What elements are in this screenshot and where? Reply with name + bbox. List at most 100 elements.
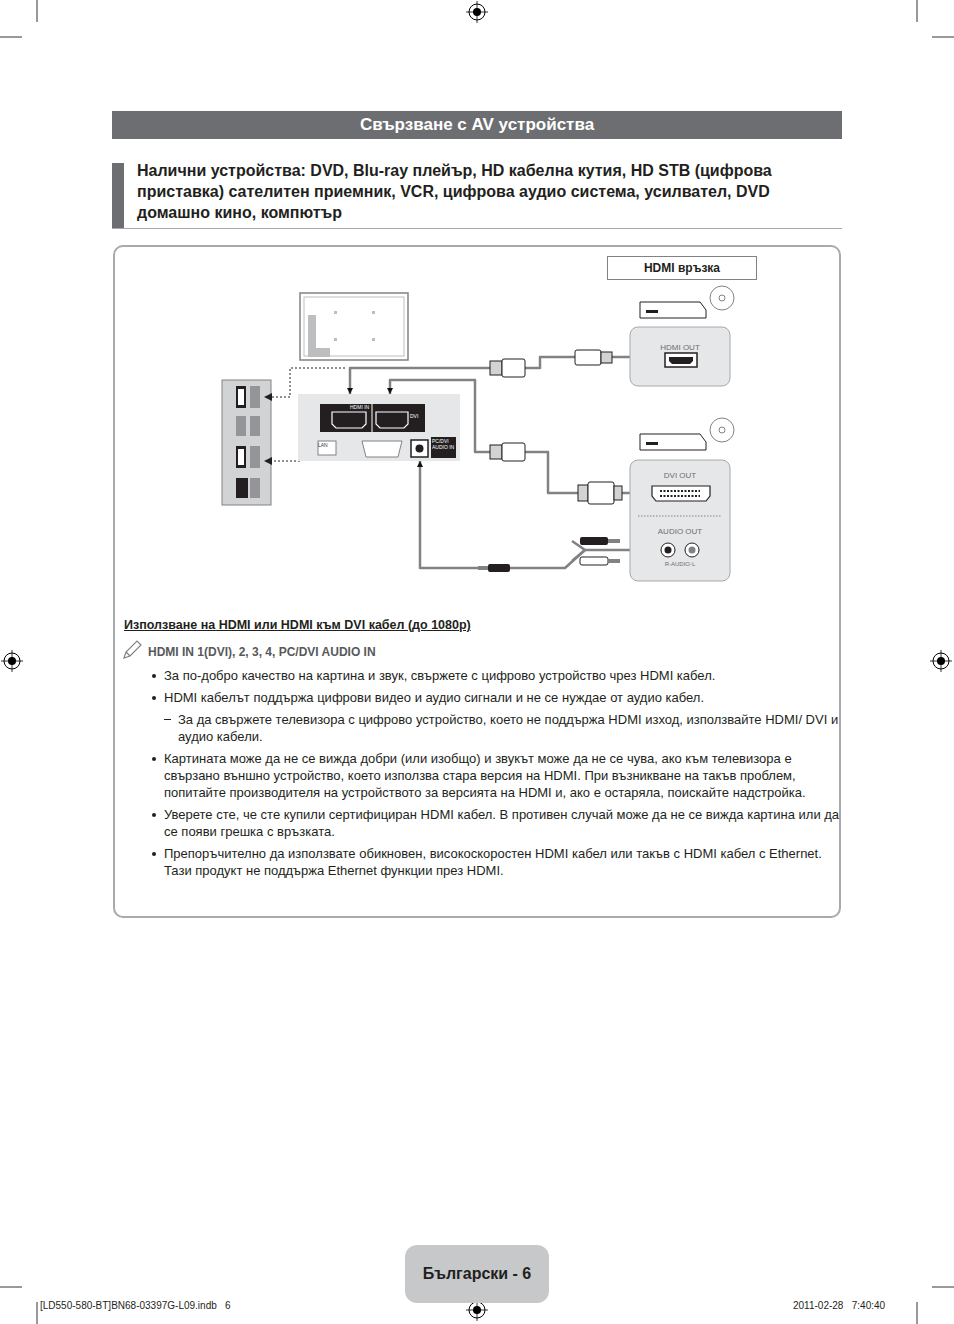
title-text: Свързване с AV устройства	[112, 111, 842, 139]
tv-back-part	[372, 338, 375, 341]
hdmi-out-panel-part	[665, 353, 697, 367]
hdmi-plug-part	[575, 350, 601, 365]
hdmi-device-icon-part	[640, 302, 706, 318]
port-label: PC/DVI AUDIO IN	[432, 438, 456, 450]
side-panel-part	[250, 416, 260, 436]
dvi-out-panel-part	[689, 547, 696, 554]
dvi-out-panel-part	[665, 547, 672, 554]
pencil-icon-part	[124, 641, 141, 658]
side-panel	[222, 380, 271, 505]
page-tab: Български - 6	[405, 1245, 549, 1303]
dvi-device-icon-part	[640, 434, 706, 450]
dvi-plug-part	[588, 482, 614, 504]
tv-back-part	[300, 293, 408, 360]
audio-plugs-part	[488, 564, 510, 572]
dvi-out-panel	[630, 460, 730, 581]
tv-jack-panel-part	[332, 412, 366, 428]
pencil-icon	[124, 641, 141, 658]
side-panel-part	[250, 446, 260, 468]
audio-plugs-part	[608, 539, 620, 543]
side-leader-lines-part	[272, 461, 300, 462]
tv-jack-panel	[298, 394, 460, 461]
port-label: HDMI OUT	[630, 343, 730, 353]
registration-mark-part	[941, 650, 942, 672]
dvi-device-icon-part	[719, 427, 725, 433]
crop-marks-part	[917, 0, 918, 22]
hdmi-out-panel	[630, 327, 730, 386]
tv-back-part	[334, 338, 337, 341]
note-line: HDMI IN 1(DVI), 2, 3, 4, PC/DVI AUDIO IN	[148, 645, 648, 660]
side-arrows-part	[264, 393, 272, 401]
dvi-out-panel-part	[660, 490, 700, 492]
caption-text: HDMI връзка	[608, 261, 756, 275]
tv-jack-panel-part	[431, 437, 456, 458]
side-panel-part	[250, 386, 260, 408]
crop-marks-part	[917, 1302, 918, 1324]
registration-mark	[466, 1, 488, 23]
hdmi-plug-part	[601, 352, 612, 363]
port-label: DVI	[410, 413, 424, 419]
side-panel-part	[236, 416, 246, 436]
audio-plugs-part	[608, 559, 620, 563]
registration-mark-part	[477, 1, 478, 23]
hdmi-out-panel-part	[669, 357, 693, 364]
dvi-device-icon-part	[710, 418, 734, 442]
audio-plugs-part	[478, 566, 488, 570]
dvi-plug	[490, 443, 622, 504]
tv-jack-panel-part	[416, 445, 424, 453]
port-label: DVI OUT	[630, 471, 730, 481]
content-panel: HDMI връзкаHDMI INDVILANPC/DVI AUDIO INH…	[113, 245, 841, 918]
subheading-rule	[112, 228, 842, 229]
tv-back-part	[308, 315, 330, 357]
dvi-out-panel-part	[638, 516, 722, 517]
tv-jack-panel: HDMI INDVILANPC/DVI AUDIO IN	[298, 394, 460, 461]
title-band	[112, 111, 842, 139]
side-panel-part	[236, 386, 246, 408]
hdmi-out-panel-part	[630, 327, 730, 386]
hdmi-device-icon-part	[710, 286, 734, 310]
tv-jack-panel-part	[411, 440, 428, 457]
crop-marks-part	[37, 1302, 38, 1324]
bullet-list: За по-добро качество на картина и звук, …	[150, 667, 840, 884]
crop-marks-part	[0, 37, 22, 38]
bullet-text: За по-добро качество на картина и звук, …	[150, 667, 840, 684]
port-label: R-AUDIO-L	[630, 560, 730, 568]
crop-marks-part	[37, 0, 38, 22]
hdmi-plug	[490, 350, 612, 377]
registration-mark	[1, 650, 23, 672]
dvi-out-panel-part	[661, 543, 675, 557]
registration-mark	[930, 650, 952, 672]
side-panel-part	[238, 449, 244, 465]
bullet-text: HDMI кабелът поддържа цифрови видео и ау…	[150, 689, 840, 706]
dvi-plug-part	[490, 445, 502, 459]
audio-plugs-part	[580, 537, 608, 545]
dvi-plug-part	[578, 485, 588, 501]
port-label: AUDIO OUT	[630, 527, 730, 537]
port-label: HDMI IN	[350, 404, 410, 410]
dvi-device-icon-part	[646, 442, 658, 445]
side-panel-part	[238, 389, 244, 405]
tv-back-part	[372, 311, 375, 314]
tv-jack-panel-part	[298, 394, 460, 461]
hdmi-device-icon-part	[646, 310, 658, 313]
hdmi-device-icon	[640, 286, 734, 318]
registration-mark-part	[12, 650, 13, 672]
section-heading: Използване на HDMI или HDMI към DVI кабе…	[124, 618, 744, 633]
audio-plugs	[478, 537, 620, 572]
dvi-out-panel-part	[685, 543, 699, 557]
dvi-out-panel-part	[660, 495, 700, 497]
tv-back	[300, 293, 408, 360]
subheading-bar	[112, 163, 124, 228]
hdmi-plug-part	[502, 359, 525, 377]
bullet-text: Уверете сте, че сте купили сертифициран …	[150, 806, 840, 840]
side-panel-part	[236, 446, 246, 468]
side-arrows-part	[264, 457, 272, 465]
tv-jack-panel-part	[376, 412, 408, 428]
hdmi-plug-part	[490, 361, 502, 375]
side-leader-lines-part	[272, 368, 345, 397]
side-panel-part	[250, 478, 260, 498]
crop-marks-part	[0, 1287, 22, 1288]
